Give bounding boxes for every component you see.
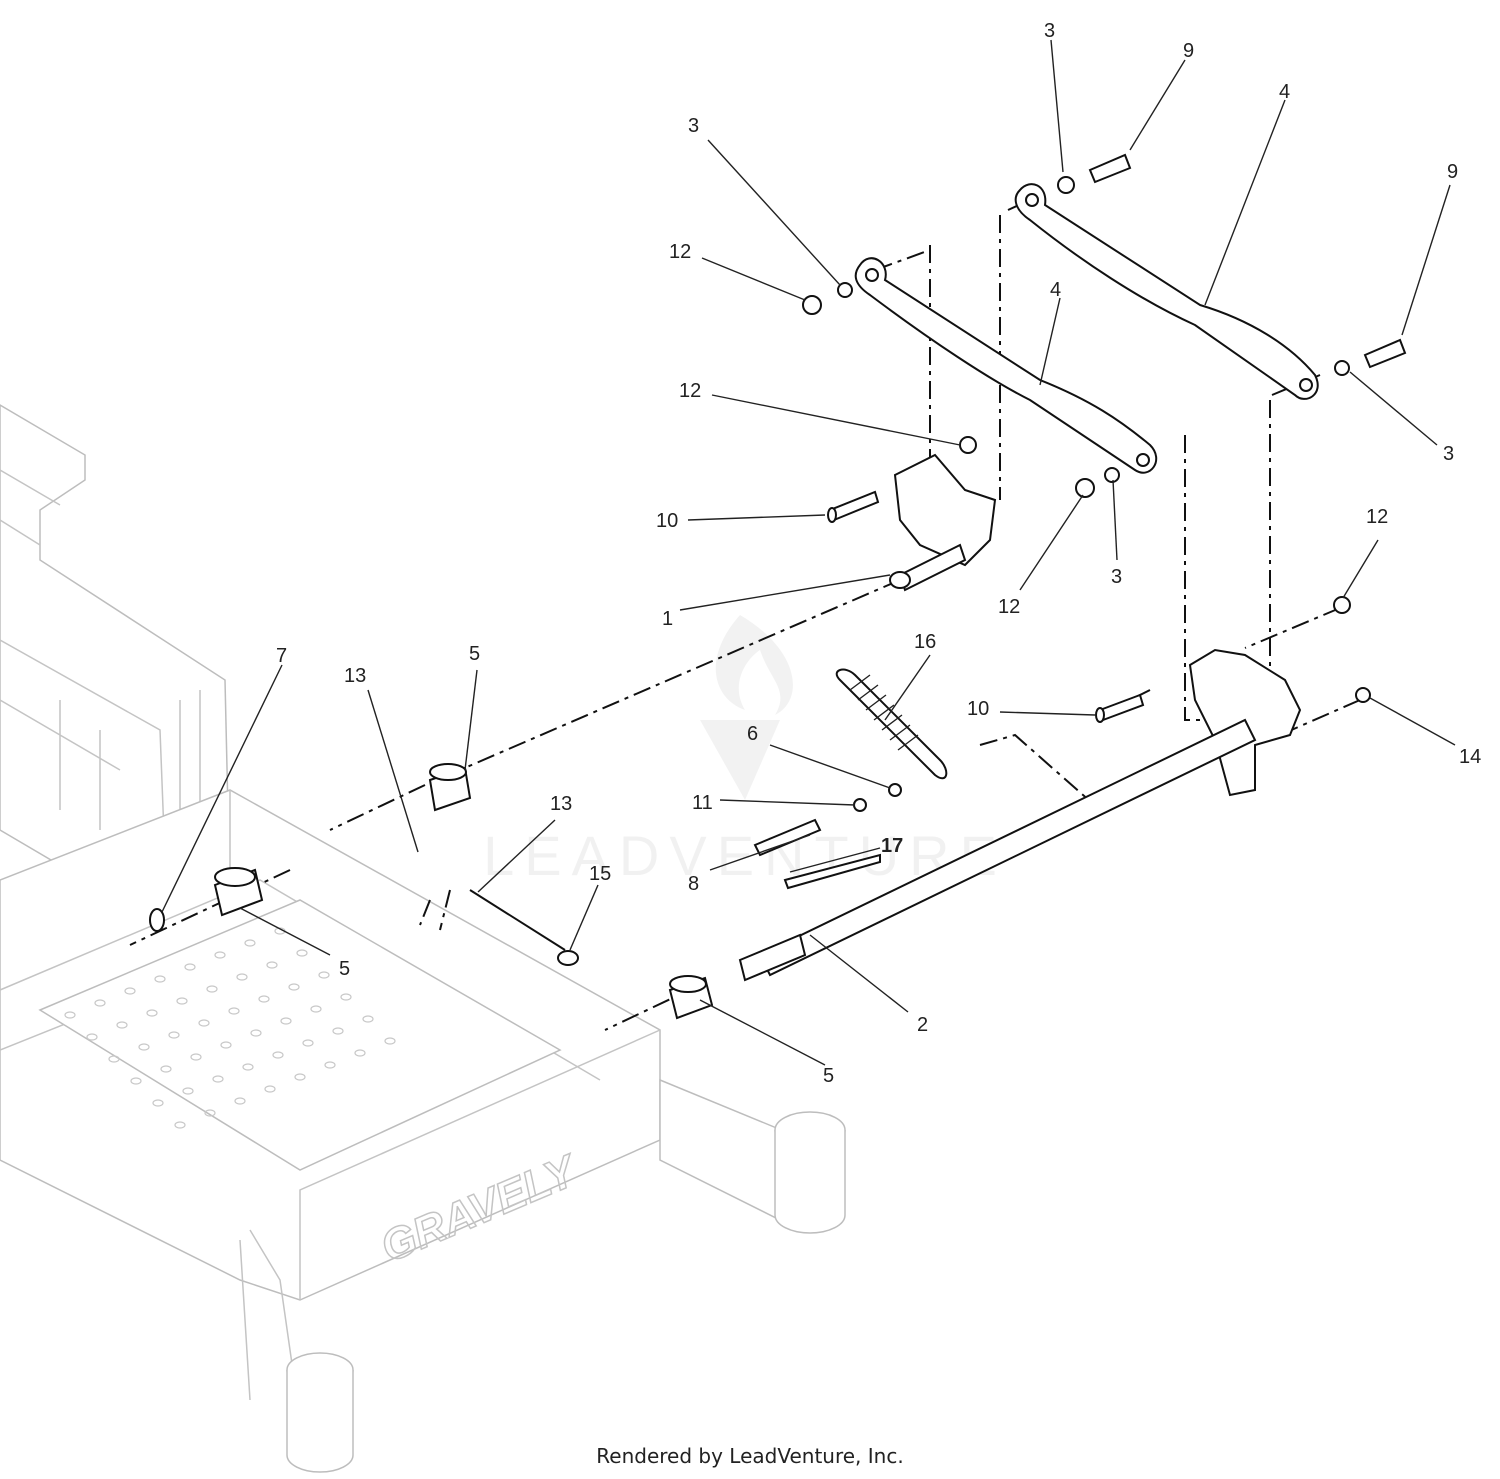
foot-plate-hole bbox=[198, 1019, 210, 1027]
foot-plate-hole bbox=[174, 1121, 186, 1129]
callout-14: 14 bbox=[1459, 746, 1481, 768]
callouts: 3 9 4 9 3 12 4 12 3 10 12 3 12 1 16 7 5 … bbox=[276, 20, 1481, 1087]
foot-plate-hole bbox=[108, 1055, 120, 1063]
foot-plate-hole bbox=[116, 1021, 128, 1029]
callout-5: 5 bbox=[339, 958, 350, 980]
callout-1: 1 bbox=[662, 608, 673, 630]
footer-credit: Rendered by LeadVenture, Inc. bbox=[596, 1444, 904, 1468]
callout-3: 3 bbox=[1443, 443, 1454, 465]
callout-9: 9 bbox=[1183, 40, 1194, 62]
callout-3: 3 bbox=[1044, 20, 1055, 42]
callout-6: 6 bbox=[747, 723, 758, 745]
foot-plate-hole bbox=[94, 999, 106, 1007]
foot-plate-hole bbox=[184, 963, 196, 971]
callout-9: 9 bbox=[1447, 161, 1458, 183]
foot-plate-hole bbox=[212, 1075, 224, 1083]
foot-plate-hole bbox=[362, 1015, 374, 1023]
foot-plate-hole bbox=[332, 1027, 344, 1035]
spring bbox=[835, 668, 948, 780]
foot-plate-hole bbox=[220, 1041, 232, 1049]
foot-plate-hole bbox=[354, 1049, 366, 1057]
foot-plate-hole bbox=[324, 1061, 336, 1069]
foot-plate-hole bbox=[64, 1011, 76, 1019]
foot-plate-hole bbox=[384, 1037, 396, 1045]
foot-plate-hole bbox=[190, 1053, 202, 1061]
foot-plate-hole bbox=[250, 1029, 262, 1037]
foot-plate-hole bbox=[310, 1005, 322, 1013]
callout-15: 15 bbox=[589, 863, 611, 885]
foot-plate-holes bbox=[64, 927, 396, 1129]
foot-plate-hole bbox=[266, 961, 278, 969]
foot-plate-hole bbox=[264, 1085, 276, 1093]
watermark-text: LEADVENTURE bbox=[483, 824, 1007, 887]
link-bar-left bbox=[854, 257, 1158, 474]
foot-plate-hole bbox=[296, 949, 308, 957]
callout-5: 5 bbox=[823, 1065, 834, 1087]
callout-7: 7 bbox=[276, 645, 287, 667]
callout-13: 13 bbox=[550, 793, 572, 815]
foot-plate-hole bbox=[288, 983, 300, 991]
foot-plate-hole bbox=[160, 1065, 172, 1073]
foot-plate-hole bbox=[182, 1087, 194, 1095]
foot-plate-hole bbox=[204, 1109, 216, 1117]
foot-plate-hole bbox=[130, 1077, 142, 1085]
callout-12: 12 bbox=[669, 241, 691, 263]
callout-10: 10 bbox=[656, 510, 678, 532]
callout-4: 4 bbox=[1050, 279, 1061, 301]
foot-plate-hole bbox=[302, 1039, 314, 1047]
foot-plate-hole bbox=[124, 987, 136, 995]
foot-plate-hole bbox=[272, 1051, 284, 1059]
foot-plate-hole bbox=[318, 971, 330, 979]
foot-plate-hole bbox=[146, 1009, 158, 1017]
mower-frame: GRAVELY bbox=[0, 404, 846, 1473]
foot-plate-hole bbox=[258, 995, 270, 1003]
foot-plate-hole bbox=[244, 939, 256, 947]
callout-4: 4 bbox=[1279, 81, 1290, 103]
foot-plate-hole bbox=[86, 1033, 98, 1041]
foot-plate-hole bbox=[206, 985, 218, 993]
foot-plate-hole bbox=[280, 1017, 292, 1025]
callout-12: 12 bbox=[679, 380, 701, 402]
foot-plate-hole bbox=[234, 1097, 246, 1105]
foot-plate-hole bbox=[176, 997, 188, 1005]
callout-2: 2 bbox=[917, 1014, 928, 1036]
callout-3: 3 bbox=[1111, 566, 1122, 588]
foot-plate-hole bbox=[154, 975, 166, 983]
foot-plate-hole bbox=[138, 1043, 150, 1051]
callout-11: 11 bbox=[692, 792, 713, 814]
foot-plate-hole bbox=[152, 1099, 164, 1107]
callout-17: 17 bbox=[881, 835, 903, 857]
callout-12: 12 bbox=[998, 596, 1020, 618]
link-bar-right bbox=[1014, 183, 1319, 400]
foot-plate-hole bbox=[236, 973, 248, 981]
callout-13: 13 bbox=[344, 665, 366, 687]
pivot-bracket-left bbox=[893, 453, 997, 567]
callout-8: 8 bbox=[688, 873, 699, 895]
callout-5: 5 bbox=[469, 643, 480, 665]
callout-3: 3 bbox=[688, 115, 699, 137]
leadventure-watermark: LEADVENTURE bbox=[483, 615, 1007, 887]
leader-lines bbox=[161, 39, 1456, 1066]
callout-10: 10 bbox=[967, 698, 989, 720]
foot-plate-hole bbox=[242, 1063, 254, 1071]
callout-16: 16 bbox=[914, 631, 936, 653]
foot-plate-hole bbox=[168, 1031, 180, 1039]
parts bbox=[149, 153, 1407, 1020]
foot-plate-hole bbox=[228, 1007, 240, 1015]
foot-plate-hole bbox=[294, 1073, 306, 1081]
callout-12: 12 bbox=[1366, 506, 1388, 528]
retaining-ring bbox=[149, 908, 165, 932]
foot-plate-hole bbox=[340, 993, 352, 1001]
foot-plate-hole bbox=[214, 951, 226, 959]
